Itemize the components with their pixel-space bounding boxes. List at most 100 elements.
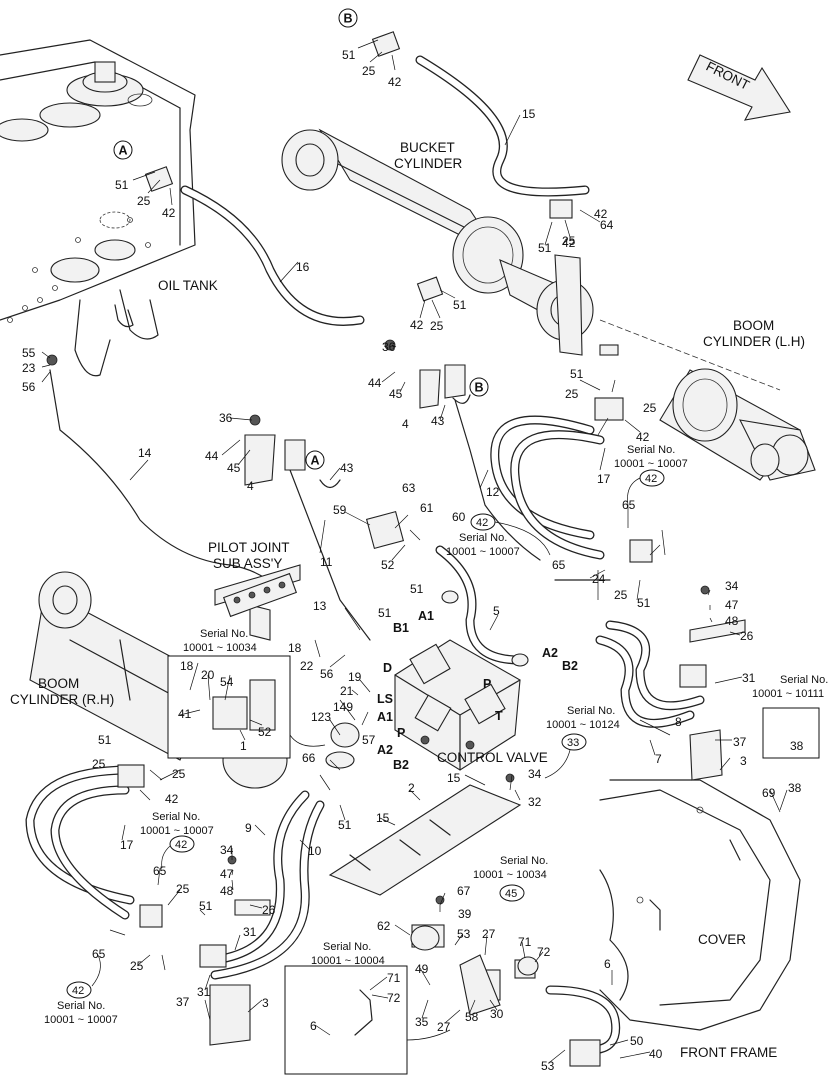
callout: 51 <box>378 606 392 620</box>
callout: 12 <box>486 485 500 499</box>
serial-note-4-bubble-text: 42 <box>72 985 84 997</box>
pilot-inset-block <box>212 696 248 730</box>
serial-note-7-line1: Serial No. <box>200 628 248 640</box>
callout: 51 <box>410 582 424 596</box>
callout: 9 <box>245 821 252 835</box>
callout: 52 <box>381 558 395 572</box>
serial-note-8-line2: 10001 ~ 10111 <box>752 688 824 700</box>
callout: 25 <box>172 767 186 781</box>
callout: 34 <box>725 579 739 593</box>
callout: 19 <box>348 670 362 684</box>
callout: 13 <box>313 599 327 613</box>
boom-lh-title-2: CYLINDER (L.H) <box>703 334 805 349</box>
callout: 27 <box>482 927 496 941</box>
port-a1-lower: A1 <box>377 710 393 724</box>
port-b2-lower: B2 <box>393 758 409 772</box>
callout: 58 <box>465 1010 479 1024</box>
callout: 30 <box>490 1007 504 1021</box>
callout: 71 <box>518 935 532 949</box>
callout: 39 <box>458 907 472 921</box>
callout: 64 <box>600 218 614 232</box>
reference-letters: B A B A <box>113 8 489 470</box>
bucket-cylinder-title-1: BUCKET <box>400 140 455 155</box>
serial-note-6-line2: 10001 ~ 10034 <box>473 869 547 881</box>
callout: 31 <box>742 671 756 685</box>
port-p-right: P <box>483 677 491 691</box>
callout: 36 <box>219 411 233 425</box>
callout: 72 <box>537 945 551 959</box>
callout: 15 <box>376 811 390 825</box>
callout: 40 <box>649 1047 663 1061</box>
oil-tank-title: OIL TANK <box>158 278 218 293</box>
serial-note-9-line2: 10001 ~ 10004 <box>311 955 385 967</box>
port-labels: B1 A1 A2 B2 D LS P A1 A2 B2 P T <box>377 609 578 772</box>
callout: 31 <box>197 985 211 999</box>
callout: 6 <box>604 957 611 971</box>
serial-note-2-bubble-text: 42 <box>476 517 488 529</box>
ref-a-top: A <box>119 144 128 158</box>
boom-rh-title-2: CYLINDER (R.H) <box>10 692 114 707</box>
serial-note-1-bubble-text: 42 <box>645 473 657 485</box>
port-a2-lower: A2 <box>377 743 393 757</box>
callout: 43 <box>340 461 354 475</box>
callout: 8 <box>675 715 682 729</box>
pilot-joint-title-1: PILOT JOINT <box>208 540 290 555</box>
callout: 43 <box>431 414 445 428</box>
oil-tank <box>0 39 196 377</box>
boom-rh-title-1: BOOM <box>38 676 79 691</box>
callout: 61 <box>420 501 434 515</box>
callout: 72 <box>387 991 401 1005</box>
port-a2-right: A2 <box>542 646 558 660</box>
ref-b-top-circle <box>338 8 358 28</box>
callout: 25 <box>137 194 151 208</box>
serial-note-1-line1: Serial No. <box>627 444 675 456</box>
callout: 53 <box>541 1059 555 1073</box>
serial-note-8-line1: Serial No. <box>780 674 828 686</box>
callout: 51 <box>199 899 213 913</box>
cover-front-frame <box>554 579 801 1031</box>
callout: 3 <box>740 754 747 768</box>
bucket-cylinder-title-2: CYLINDER <box>394 156 463 171</box>
callout: 57 <box>362 733 376 747</box>
callout: 51 <box>98 733 112 747</box>
callout: 65 <box>153 864 167 878</box>
callout: 56 <box>22 380 36 394</box>
callout: 48 <box>220 884 234 898</box>
callout: 123 <box>311 710 331 724</box>
callout: 51 <box>637 596 651 610</box>
callout: 31 <box>243 925 257 939</box>
callout: 63 <box>402 481 416 495</box>
callout: 15 <box>522 107 536 121</box>
port-p-left: P <box>397 726 405 740</box>
serial-notes: Serial No. 10001 ~ 10007 42 42 Serial No… <box>44 444 828 1041</box>
callout: 25 <box>92 757 106 771</box>
callout: 5 <box>493 604 500 618</box>
callout: 42 <box>636 430 650 444</box>
cover-title: COVER <box>698 932 746 947</box>
callout: 69 <box>762 786 776 800</box>
boom-lh-title-1: BOOM <box>733 318 774 333</box>
ref-a-mid-circle <box>305 450 325 470</box>
callout: 18 <box>180 659 194 673</box>
part-callouts: 51 25 42 15 51 25 42 16 51 25 42 64 42 5… <box>22 48 804 1073</box>
serial-note-3-line1: Serial No. <box>152 811 200 823</box>
ref-b-top: B <box>344 12 353 26</box>
callout: 42 <box>594 207 608 221</box>
callout: 59 <box>333 503 347 517</box>
serial-note-5-line2: 10001 ~ 10124 <box>546 719 620 731</box>
hose-inset-box <box>284 965 408 1075</box>
serial-note-1-line2: 10001 ~ 10007 <box>614 458 688 470</box>
port-d: D <box>383 661 392 675</box>
callout: 26 <box>740 629 754 643</box>
callout: 16 <box>296 260 310 274</box>
callout: 56 <box>320 667 334 681</box>
ref-a-top-circle <box>113 140 133 160</box>
callout: 27 <box>437 1020 451 1034</box>
callout: 38 <box>788 781 802 795</box>
callout: 23 <box>22 361 36 375</box>
callout: 7 <box>655 752 662 766</box>
control-valve-title: CONTROL VALVE <box>437 750 548 765</box>
serial-note-7-line2: 10001 ~ 10034 <box>183 642 257 654</box>
serial-note-3-line2: 10001 ~ 10007 <box>140 825 214 837</box>
